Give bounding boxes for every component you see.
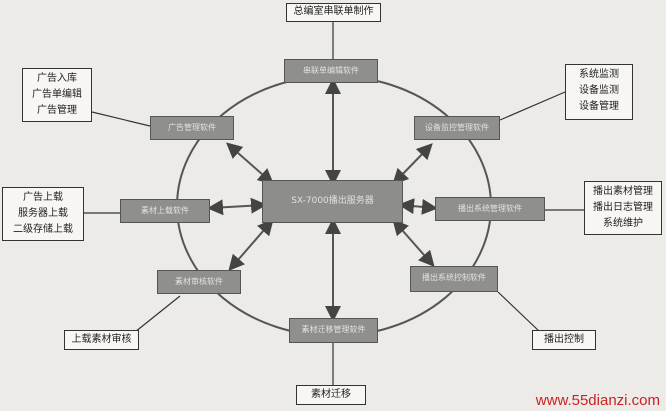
arrow-center-left [207,197,267,216]
top-box-label: 总编室串联单制作 [293,6,374,17]
left-box-line-2: 服务器上载 [18,208,68,219]
lower-left-box-line-1: 上载素材审核 [71,334,132,345]
center-server: SX-7000播出服务器 [262,180,403,223]
right-box-line-2: 播出日志管理 [593,202,653,213]
lower-left-box: 上载素材审核 [64,330,139,350]
upper-right-box-line-3: 设备管理 [579,101,619,112]
arrow-center-lower-left [228,218,274,272]
module-lower-right: 播出系统控制软件 [410,266,498,292]
right-box-line-1: 播出素材管理 [593,186,653,197]
line-lower-right-box [497,291,541,333]
lower-right-box-line-1: 播出控制 [544,334,584,345]
module-top: 串联单编辑软件 [284,59,378,83]
upper-right-box-line-2: 设备监测 [579,85,619,96]
upper-right-box-line-1: 系统监测 [579,69,619,80]
module-lower-left: 素材审核软件 [157,270,241,294]
upper-left-box-line-2: 广告单编辑 [32,89,82,100]
upper-right-box: 系统监测 设备监测 设备管理 [565,64,633,120]
right-box-line-3: 系统维护 [603,218,643,229]
left-box-line-1: 广告上载 [23,192,63,203]
arrow-center-upper-left [225,142,275,185]
module-right: 播出系统管理软件 [435,197,545,221]
arrow-center-right [398,198,438,215]
watermark: www.55dianzi.com [535,392,660,409]
bottom-box-label: 素材迁移 [311,389,351,400]
left-box-line-3: 二级存储上载 [13,224,73,235]
left-box: 广告上载 服务器上载 二级存储上载 [2,187,84,241]
lower-right-box: 播出控制 [532,330,596,350]
top-box: 总编室串联单制作 [286,3,381,22]
upper-left-box: 广告入库 广告单编辑 广告管理 [22,68,92,122]
line-lower-left-box [129,295,181,337]
line-upper-left-box [91,111,151,127]
module-upper-right: 设备监控管理软件 [414,116,500,140]
arrow-center-upper-right [392,143,433,185]
bottom-box: 素材迁移 [296,385,366,405]
module-left: 素材上载软件 [120,199,210,223]
line-upper-right-box [499,91,566,121]
right-box: 播出素材管理 播出日志管理 系统维护 [584,181,662,235]
upper-left-box-line-1: 广告入库 [37,73,77,84]
upper-left-box-line-3: 广告管理 [37,105,77,116]
module-bottom: 素材迁移管理软件 [289,318,378,343]
module-upper-left: 广告管理软件 [150,116,234,140]
arrow-center-lower-right [392,218,435,268]
